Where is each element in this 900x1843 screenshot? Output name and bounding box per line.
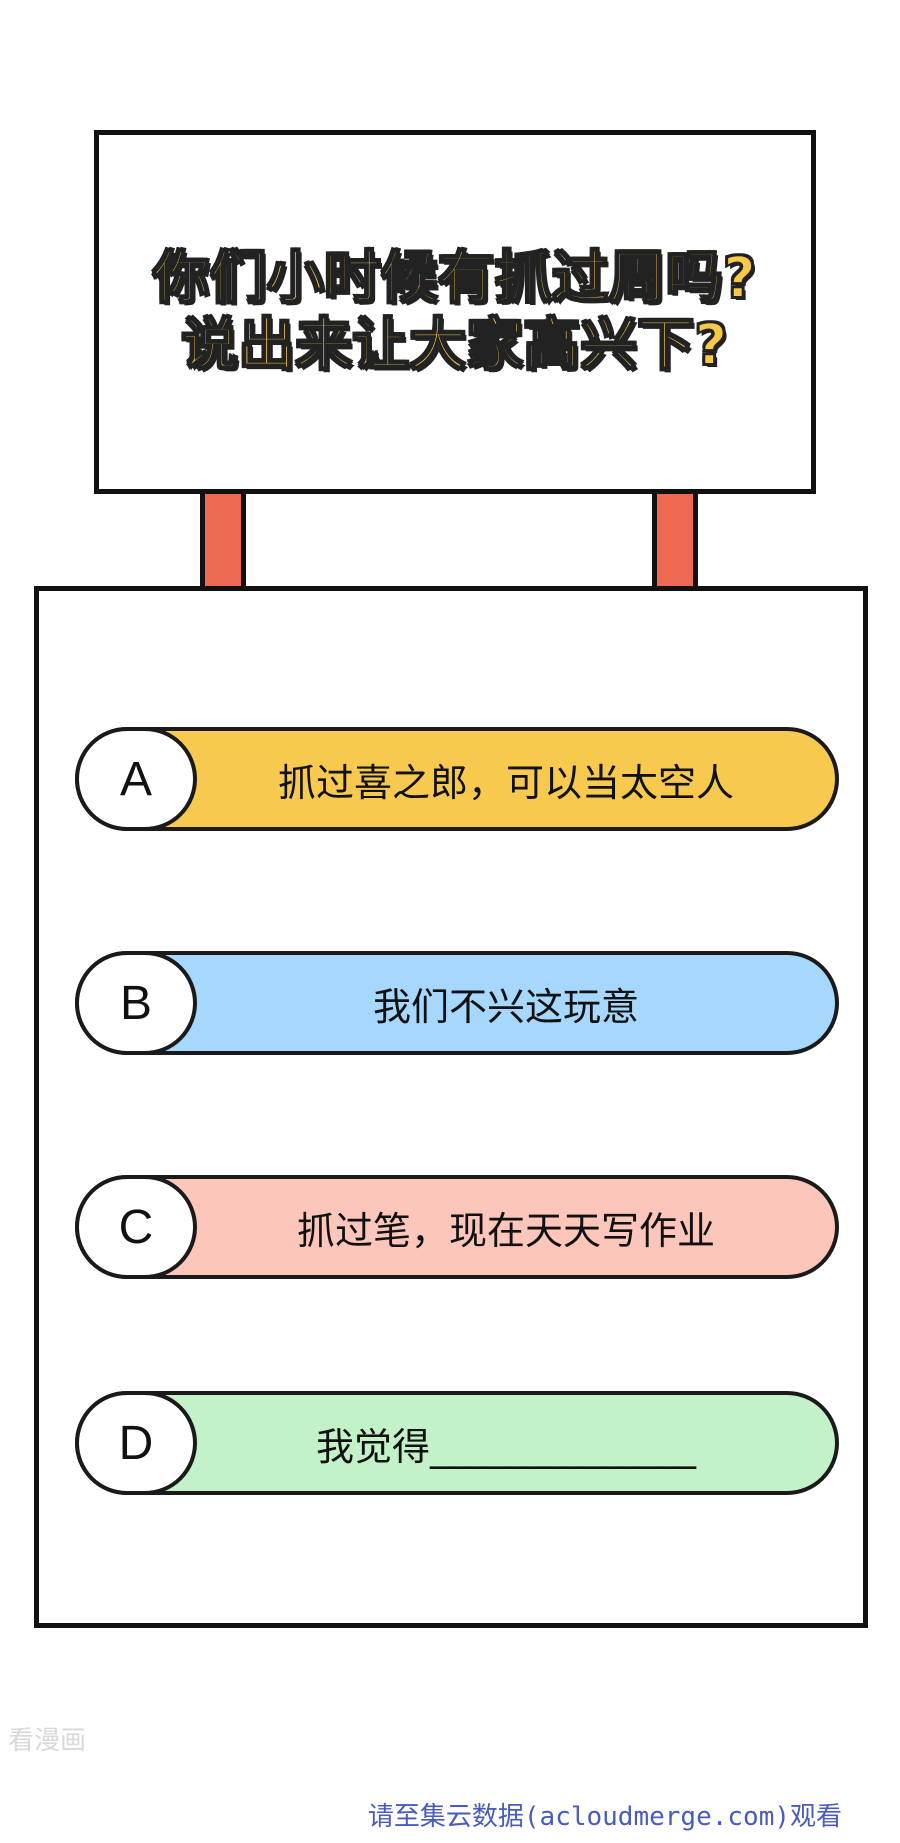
watermark: 看漫画	[8, 1726, 87, 1756]
option-d-text: 我觉得______________	[315, 1424, 696, 1469]
option-b-letter: B	[75, 951, 197, 1055]
question-title-line-2: 说出来让大家高兴下?	[181, 312, 729, 379]
option-d-letter: D	[75, 1391, 197, 1495]
option-a-text: 抓过喜之郎，可以当太空人	[277, 760, 734, 805]
sign-post-left	[200, 494, 246, 588]
question-title-line-1: 你们小时候有抓过周吗?	[152, 245, 757, 312]
option-b[interactable]: B 我们不兴这玩意	[75, 951, 839, 1055]
option-a-letter: A	[75, 727, 197, 831]
sign-post-right	[652, 494, 698, 588]
question-sign: 你们小时候有抓过周吗? 说出来让大家高兴下?	[94, 130, 816, 494]
source-note-link[interactable]: 请至集云数据(acloudmerge.com)观看	[367, 1802, 842, 1832]
option-d[interactable]: D 我觉得______________	[75, 1391, 839, 1495]
option-b-text: 我们不兴这玩意	[372, 984, 639, 1029]
options-panel: A 抓过喜之郎，可以当太空人 B 我们不兴这玩意 C 抓过笔，现在天天写作业 D…	[34, 586, 868, 1628]
option-c-text: 抓过笔，现在天天写作业	[296, 1208, 715, 1253]
option-a[interactable]: A 抓过喜之郎，可以当太空人	[75, 727, 839, 831]
option-c-letter: C	[75, 1175, 197, 1279]
option-c[interactable]: C 抓过笔，现在天天写作业	[75, 1175, 839, 1279]
